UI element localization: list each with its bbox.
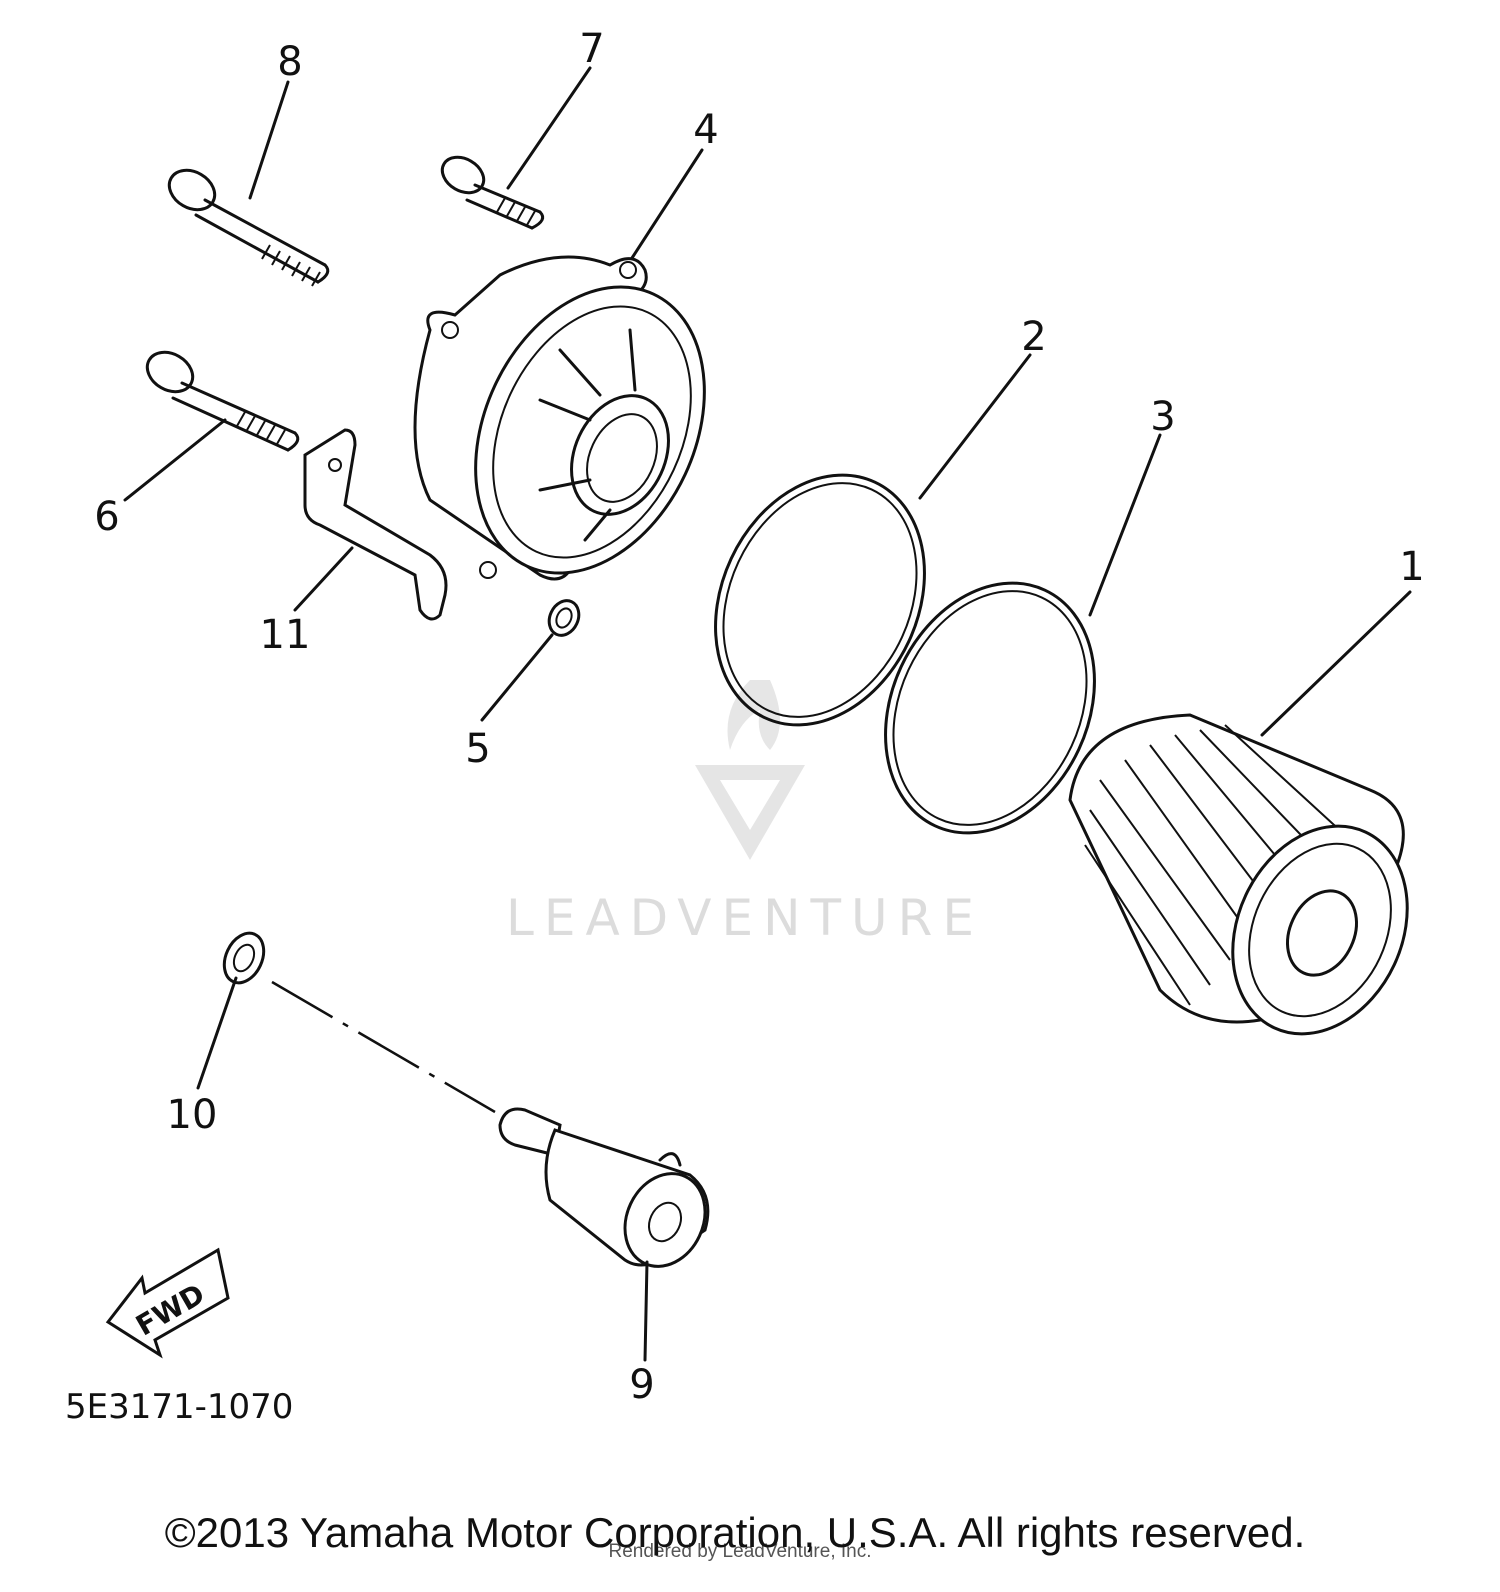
- part-switch-9: [498, 1107, 710, 1268]
- rendered-by: Rendered by LeadVenture, Inc.: [608, 1541, 871, 1562]
- callout-3: 3: [1150, 394, 1175, 440]
- leader-lines: [123, 66, 1412, 1362]
- leader-line-6: [123, 418, 227, 502]
- callout-1: 1: [1399, 544, 1424, 590]
- leader-line-8: [248, 80, 290, 200]
- callout-labels: 1 2 3 4 5 6 7 8 9 10 11: [94, 26, 1424, 1408]
- part-bolt-7: [440, 155, 545, 230]
- callout-11: 11: [260, 612, 311, 658]
- callout-8: 8: [277, 39, 302, 85]
- fwd-arrow: FWD: [105, 1247, 230, 1359]
- part-oil-filter-1: [1068, 713, 1409, 1036]
- callout-7: 7: [579, 26, 604, 72]
- callout-6: 6: [94, 494, 119, 540]
- callout-9: 9: [629, 1362, 654, 1408]
- leader-line-1: [1260, 590, 1412, 737]
- dashed-alignment-line: [271, 980, 496, 1114]
- leader-line-5: [480, 633, 554, 722]
- callout-2: 2: [1021, 314, 1046, 360]
- part-washer-10: [222, 931, 266, 985]
- watermark-flame: [727, 680, 780, 750]
- part-washer-5: [547, 599, 581, 637]
- leader-line-7: [506, 66, 592, 190]
- watermark-text: LEADVENTURE: [506, 889, 984, 947]
- part-o-ring-2: [714, 473, 926, 727]
- leader-line-11: [293, 546, 354, 612]
- leadventure-watermark: LEADVENTURE: [506, 680, 984, 947]
- copyright: ©2013 Yamaha Motor Corporation, U.S.A. A…: [165, 1509, 1306, 1556]
- leader-line-3: [1088, 433, 1162, 617]
- leader-line-4: [630, 148, 704, 260]
- part-filter-cover-4: [413, 255, 706, 581]
- callout-4: 4: [693, 107, 718, 153]
- leader-line-10: [196, 976, 238, 1090]
- diagram-number: 5E3171-1070: [65, 1387, 293, 1427]
- callout-10: 10: [167, 1092, 218, 1138]
- leader-line-9: [643, 1260, 649, 1362]
- watermark-v-logo: [695, 765, 805, 860]
- callout-5: 5: [465, 726, 490, 772]
- leader-line-2: [918, 353, 1032, 500]
- part-o-ring-3: [884, 581, 1096, 835]
- part-bolt-6: [145, 350, 300, 452]
- part-bolt-8: [167, 168, 330, 287]
- part-bracket-11: [303, 428, 448, 621]
